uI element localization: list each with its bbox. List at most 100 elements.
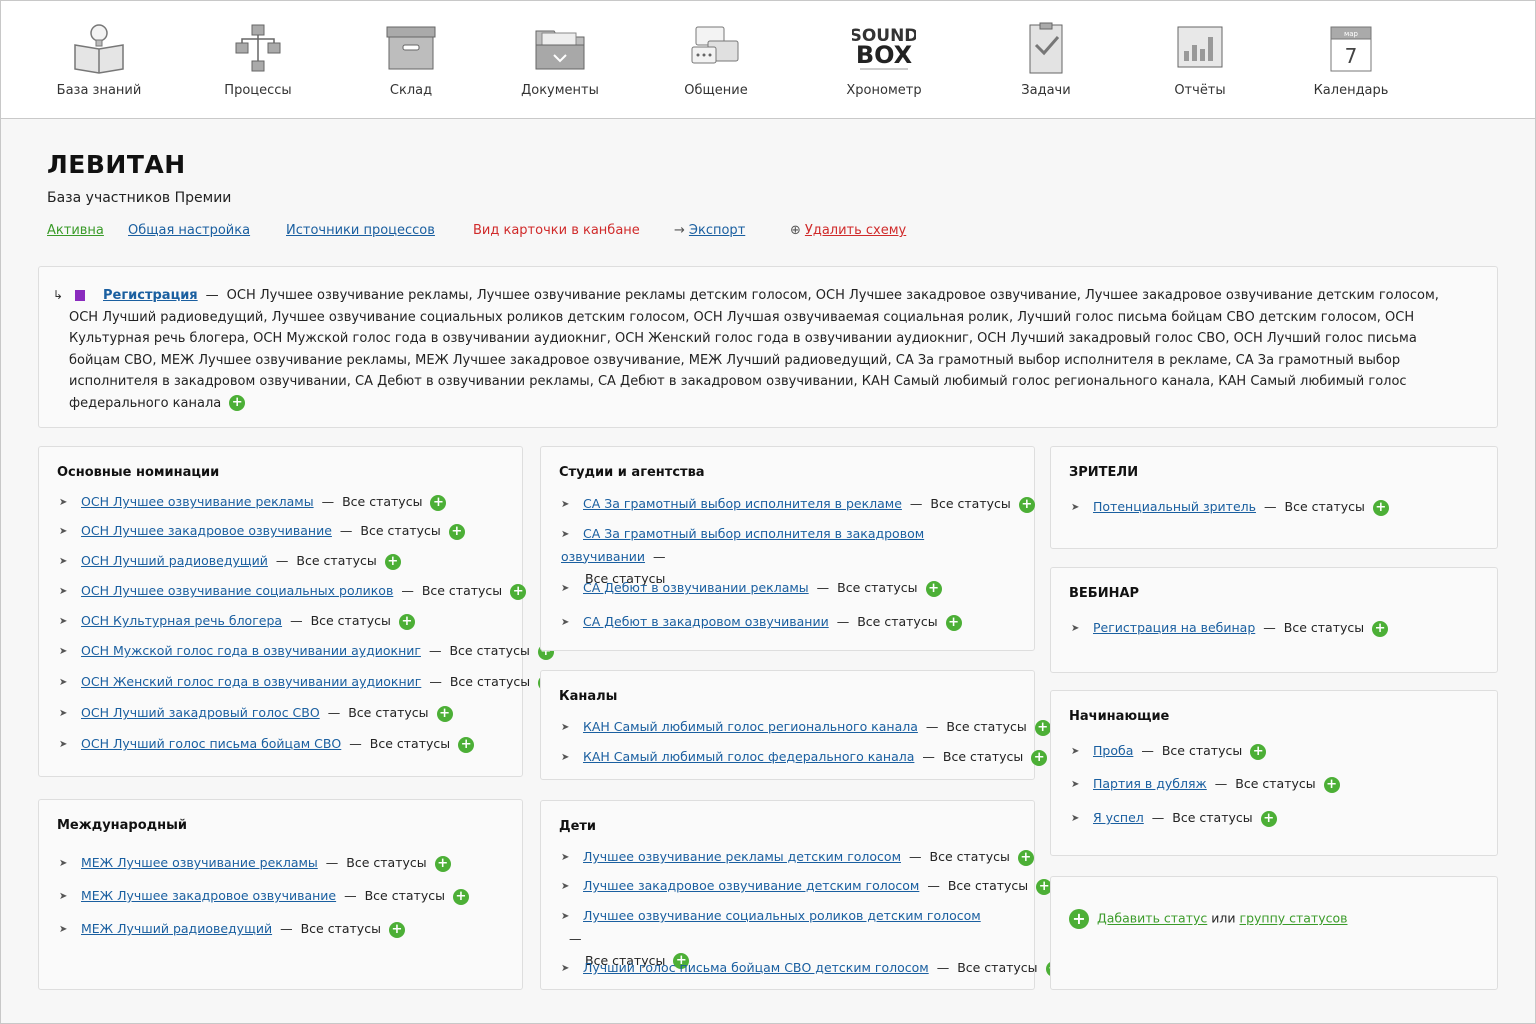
- drag-handle-icon[interactable]: ➤: [561, 851, 570, 863]
- status-link[interactable]: СА Дебют в озвучивании рекламы: [583, 580, 809, 595]
- status-link[interactable]: СА За грамотный выбор исполнителя в рекл…: [583, 496, 902, 511]
- add-plus-icon[interactable]: +: [673, 953, 690, 969]
- status-link[interactable]: ОСН Лучший закадровый голос СВО: [81, 705, 320, 720]
- nav-item-tasks[interactable]: Задачи: [986, 1, 1106, 119]
- status-link[interactable]: ОСН Культурная речь блогера: [81, 613, 283, 628]
- drag-handle-icon[interactable]: ➤: [59, 890, 68, 902]
- add-plus-icon[interactable]: +: [1069, 909, 1089, 929]
- status-link[interactable]: Лучшее озвучивание рекламы детским голос…: [583, 849, 901, 864]
- add-plus-icon[interactable]: +: [384, 553, 401, 570]
- status-link[interactable]: КАН Самый любимый голос регионального ка…: [583, 719, 918, 734]
- add-plus-icon[interactable]: +: [1018, 496, 1035, 513]
- delete-scheme-link[interactable]: Удалить схему: [804, 223, 907, 238]
- drag-handle-icon[interactable]: ➤: [59, 496, 68, 508]
- add-plus-icon[interactable]: +: [434, 855, 451, 872]
- add-plus-icon[interactable]: +: [1260, 810, 1277, 827]
- drag-handle-icon[interactable]: ➤: [59, 525, 68, 537]
- drag-handle-icon[interactable]: ➤: [59, 555, 68, 567]
- drag-handle-icon[interactable]: ➤: [59, 707, 68, 719]
- process-sources-link[interactable]: Источники процессов: [286, 223, 435, 238]
- status-link[interactable]: ОСН Мужской голос года в озвучивании ауд…: [81, 643, 421, 658]
- status-link[interactable]: СА Дебют в закадровом озвучивании: [583, 614, 829, 629]
- drag-handle-icon[interactable]: ➤: [1071, 501, 1080, 513]
- nav-item-communication[interactable]: Общение: [656, 1, 776, 119]
- status-link[interactable]: ОСН Лучший голос письма бойцам СВО: [81, 736, 342, 751]
- status-link[interactable]: МЕЖ Лучшее закадровое озвучивание: [81, 888, 337, 903]
- status-link[interactable]: Лучшее озвучивание социальных роликов де…: [583, 908, 981, 923]
- status-link[interactable]: МЕЖ Лучший радиоведущий: [81, 921, 273, 936]
- add-plus-icon[interactable]: +: [430, 494, 447, 511]
- add-plus-icon[interactable]: +: [1031, 749, 1048, 766]
- nav-item-reports[interactable]: Отчёты: [1140, 1, 1260, 119]
- status-link[interactable]: Партия в дубляж: [1093, 776, 1207, 791]
- status-link[interactable]: Лучший голос письма бойцам СВО детским г…: [583, 960, 929, 975]
- drag-handle-icon[interactable]: ➤: [561, 962, 570, 974]
- drag-handle-icon[interactable]: ➤: [561, 721, 570, 733]
- status-link[interactable]: СА За грамотный выбор исполнителя в зака…: [561, 526, 925, 564]
- status-link[interactable]: ОСН Лучший радиоведущий: [81, 553, 268, 568]
- nav-item-calendar[interactable]: мар 7 Календарь: [1291, 1, 1411, 119]
- add-status-group-link[interactable]: группу статусов: [1239, 910, 1348, 926]
- nav-item-documents[interactable]: Документы: [500, 1, 620, 119]
- add-plus-icon[interactable]: +: [1323, 776, 1340, 793]
- drag-handle-icon[interactable]: ➤: [59, 645, 68, 657]
- drag-handle-icon[interactable]: ➤: [59, 923, 68, 935]
- export-action[interactable]: →Экспорт: [674, 223, 745, 238]
- general-settings-link[interactable]: Общая настройка: [128, 223, 251, 238]
- add-plus-icon[interactable]: +: [1250, 743, 1267, 760]
- drag-handle-icon[interactable]: ➤: [561, 880, 570, 892]
- add-plus-icon[interactable]: +: [436, 705, 453, 722]
- registration-link[interactable]: Регистрация: [103, 288, 198, 303]
- add-plus-icon[interactable]: +: [458, 736, 475, 753]
- drag-handle-icon[interactable]: ➤: [561, 751, 570, 763]
- drag-handle-icon[interactable]: ➤: [561, 498, 570, 510]
- drag-handle-icon[interactable]: ➤: [59, 615, 68, 627]
- status-link[interactable]: Регистрация на вебинар: [1093, 620, 1256, 635]
- drag-handle-icon[interactable]: ➤: [1071, 778, 1080, 790]
- calendar-icon: мар 7: [1330, 26, 1372, 72]
- drag-handle-icon[interactable]: ➤: [561, 582, 570, 594]
- drag-handle-icon[interactable]: ➤: [1071, 812, 1080, 824]
- export-link[interactable]: Экспорт: [688, 223, 746, 238]
- add-plus-icon[interactable]: +: [925, 580, 942, 597]
- add-plus-icon[interactable]: +: [448, 523, 465, 540]
- status-link[interactable]: Проба: [1093, 743, 1134, 758]
- status-link[interactable]: Лучшее закадровое озвучивание детским го…: [583, 878, 920, 893]
- add-plus-icon[interactable]: +: [388, 921, 405, 938]
- add-plus-icon[interactable]: +: [1372, 620, 1389, 637]
- nav-item-processes[interactable]: Процессы: [198, 1, 318, 119]
- drag-handle-icon[interactable]: ➤: [561, 616, 570, 628]
- add-status-link[interactable]: Дабавить статус: [1097, 910, 1208, 926]
- status-link[interactable]: КАН Самый любимый голос федерального кан…: [583, 749, 915, 764]
- add-plus-icon[interactable]: +: [945, 614, 962, 631]
- nav-item-knowledge-base[interactable]: База знаний: [39, 1, 159, 119]
- add-plus-icon[interactable]: +: [398, 613, 415, 630]
- nav-item-chronometer[interactable]: SOUND BOX Хронометр: [819, 1, 949, 119]
- nav-item-warehouse[interactable]: Склад: [351, 1, 471, 119]
- status-link[interactable]: ОСН Лучшее озвучивание социальных ролико…: [81, 583, 394, 598]
- add-plus-icon[interactable]: +: [452, 888, 469, 905]
- active-toggle-link[interactable]: Активна: [47, 223, 104, 238]
- add-plus-icon[interactable]: +: [229, 395, 246, 411]
- status-link[interactable]: ОСН Лучшее закадровое озвучивание: [81, 523, 332, 538]
- drag-handle-icon[interactable]: ➤: [59, 585, 68, 597]
- status-link[interactable]: Потенциальный зритель: [1093, 499, 1257, 514]
- drag-handle-icon[interactable]: ➤: [59, 676, 68, 688]
- kanban-card-view-link[interactable]: Вид карточки в канбане: [473, 223, 640, 238]
- add-plus-icon[interactable]: +: [1036, 878, 1053, 895]
- drag-handle-icon[interactable]: ➤: [1071, 622, 1080, 634]
- drag-handle-icon[interactable]: ➤: [59, 857, 68, 869]
- add-plus-icon[interactable]: +: [1034, 719, 1051, 736]
- drag-handle-icon[interactable]: ➤: [561, 910, 570, 922]
- delete-scheme-action[interactable]: ⊕Удалить схему: [790, 223, 906, 238]
- status-link[interactable]: Я успел: [1093, 810, 1144, 825]
- add-plus-icon[interactable]: +: [1372, 499, 1389, 516]
- drag-handle-icon[interactable]: ➤: [1071, 745, 1080, 757]
- status-link[interactable]: МЕЖ Лучшее озвучивание рекламы: [81, 855, 318, 870]
- add-plus-icon[interactable]: +: [1017, 849, 1034, 866]
- status-link[interactable]: ОСН Женский голос года в озвучивании ауд…: [81, 674, 422, 689]
- add-plus-icon[interactable]: +: [510, 583, 527, 600]
- drag-handle-icon[interactable]: ➤: [59, 738, 68, 750]
- drag-handle-icon[interactable]: ➤: [561, 528, 570, 540]
- status-link[interactable]: ОСН Лучшее озвучивание рекламы: [81, 494, 314, 509]
